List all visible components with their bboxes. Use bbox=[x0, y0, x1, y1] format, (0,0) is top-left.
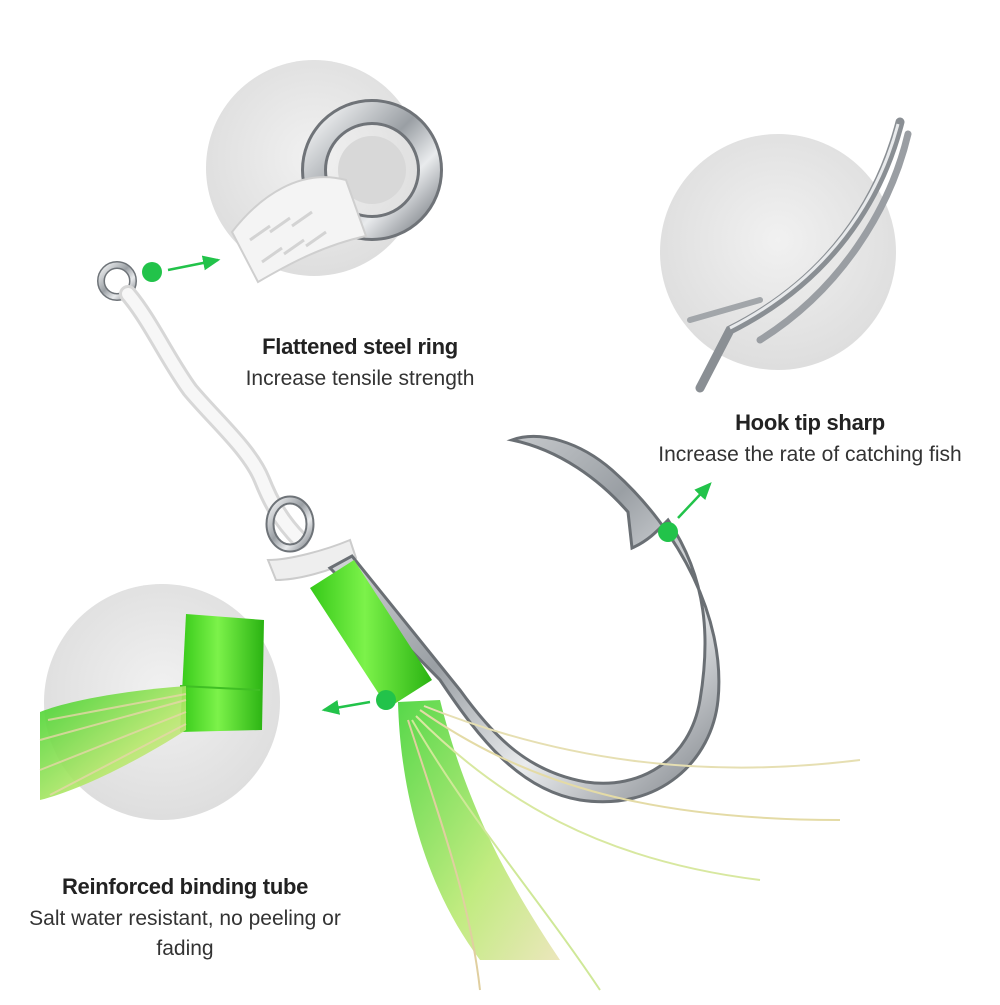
callout-dot-icon bbox=[658, 522, 678, 542]
hook-eye-ring bbox=[97, 261, 137, 301]
binding-tube bbox=[310, 560, 432, 708]
tip-feature-title: Hook tip sharp bbox=[735, 410, 885, 435]
callout-dot-icon bbox=[142, 262, 162, 282]
ring-detail-circle bbox=[206, 60, 443, 284]
ring-feature-description: Increase tensile strength bbox=[245, 367, 475, 390]
tube-feature-title: Reinforced binding tube bbox=[61, 874, 309, 899]
tube-feature-description: Salt water resistant, no peeling or fadi… bbox=[29, 907, 341, 960]
arrow-icon bbox=[321, 700, 371, 715]
callout-ring bbox=[142, 255, 221, 282]
ring-feature-title: Flattened steel ring bbox=[262, 334, 458, 359]
flash-skirt bbox=[398, 700, 861, 991]
ring-feature-label: Flattened steel ring Increase tensile st… bbox=[210, 334, 510, 394]
callout-tip bbox=[658, 482, 712, 542]
callout-dot-icon bbox=[376, 690, 396, 710]
tube-detail-circle bbox=[39, 584, 280, 820]
arrow-icon bbox=[167, 255, 221, 272]
tip-detail-circle bbox=[660, 117, 912, 393]
hook-shank-eye bbox=[265, 495, 358, 582]
tip-feature-description: Increase the rate of catching fish bbox=[658, 443, 962, 466]
tube-feature-label: Reinforced binding tube Salt water resis… bbox=[0, 874, 370, 964]
callout-tube bbox=[321, 690, 396, 715]
tip-feature-label: Hook tip sharp Increase the rate of catc… bbox=[630, 410, 990, 470]
arrow-icon bbox=[677, 482, 712, 519]
